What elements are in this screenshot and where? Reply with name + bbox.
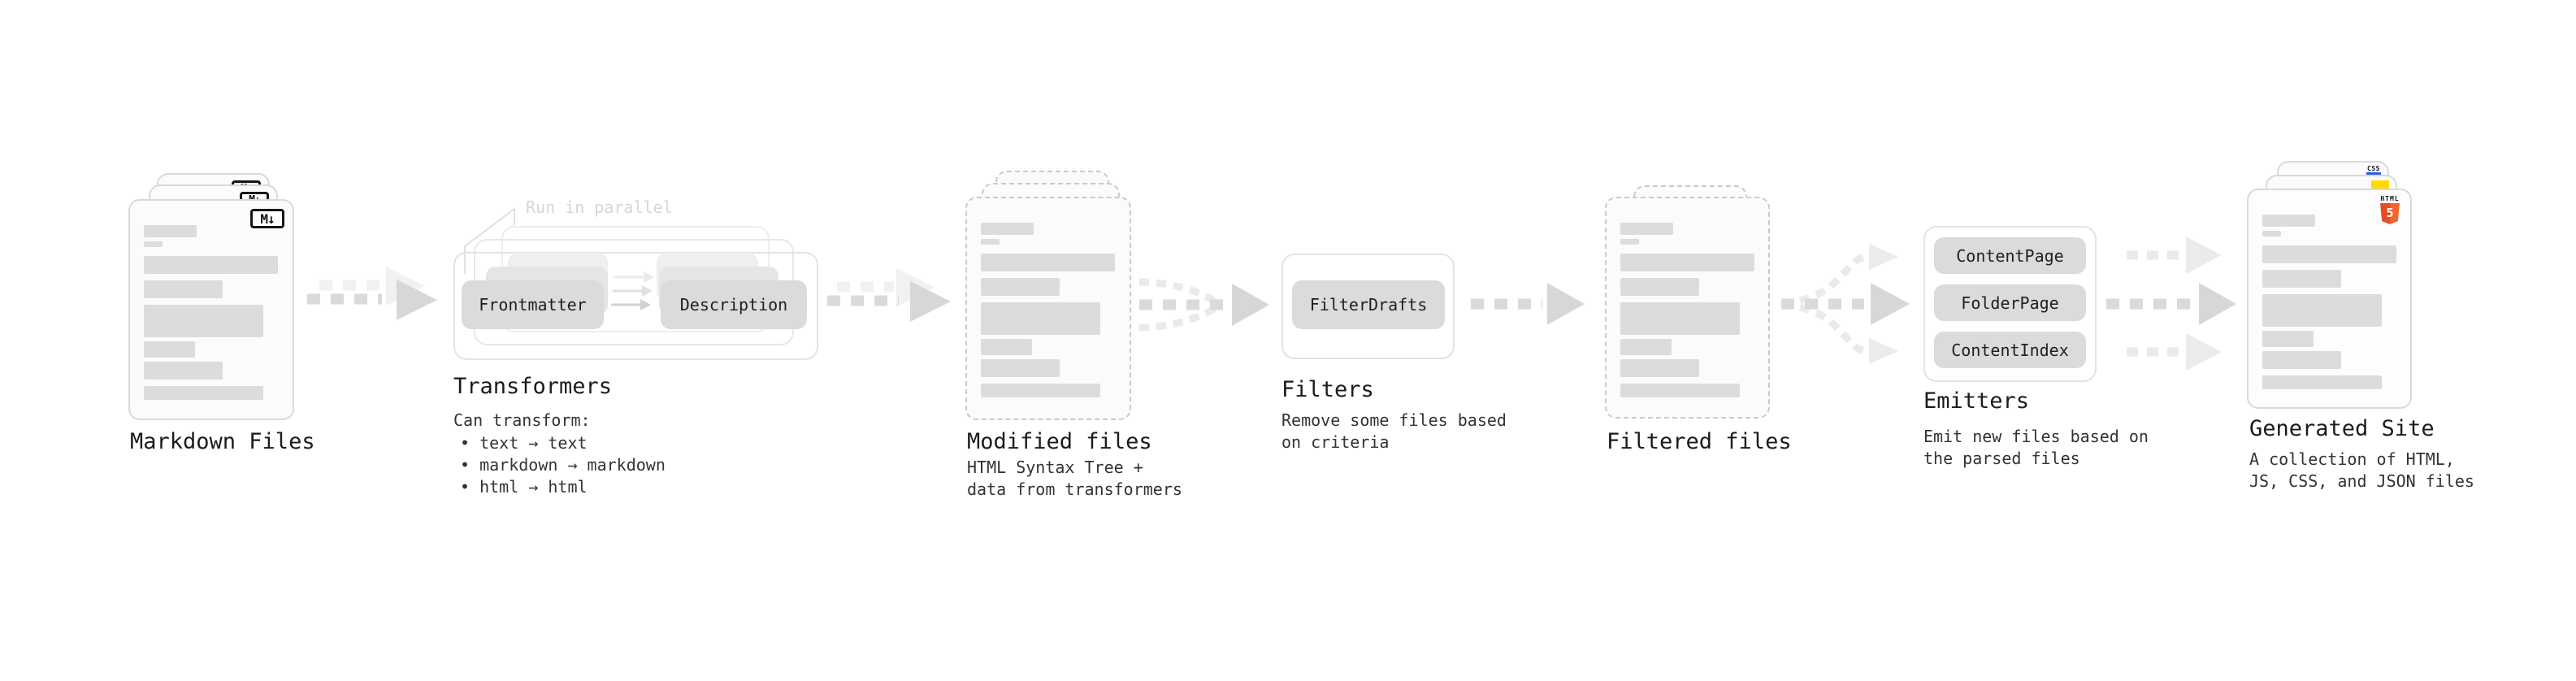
text-line-placeholder — [1620, 239, 1639, 245]
stage-label-filtered-files: Filtered files — [1607, 429, 1792, 454]
arrow-transformers-to-modified — [827, 268, 951, 322]
modified-files-desc: HTML Syntax Tree + — [967, 458, 1143, 477]
generated-site-desc: A collection of HTML, — [2249, 449, 2455, 469]
arrow-filtered-to-emitters-diverge — [1781, 244, 1910, 364]
text-line-placeholder — [2262, 331, 2314, 347]
html5-icon-shield: 5 — [2380, 203, 2400, 224]
arrow-emitters-to-generated — [2106, 236, 2236, 371]
markdown-file-card-front: M↓ — [128, 199, 294, 420]
text-line-placeholder — [981, 278, 1060, 296]
run-in-parallel-label: Run in parallel — [526, 197, 673, 217]
text-line-placeholder — [981, 254, 1115, 271]
stage-label-markdown-files: Markdown Files — [130, 429, 315, 454]
text-line-placeholder — [2262, 215, 2315, 227]
html5-icon: HTML 5 — [2379, 195, 2400, 224]
stage-title-emitters: Emitters — [1923, 388, 2030, 414]
text-line-placeholder — [144, 241, 163, 247]
text-line-placeholder — [144, 280, 223, 298]
filterdrafts-box: FilterDrafts — [1292, 280, 1445, 329]
text-line-placeholder — [1620, 359, 1699, 377]
css-icon: CSS — [2366, 165, 2381, 176]
arrow-filters-to-filtered — [1471, 283, 1585, 325]
text-line-placeholder — [144, 305, 263, 337]
transformer-layer-front — [453, 252, 818, 360]
stage-title-transformers: Transformers — [453, 374, 613, 399]
css-icon-text: CSS — [2367, 165, 2380, 172]
html5-icon-text: HTML — [2380, 195, 2400, 202]
transformer-box-arrows — [611, 271, 654, 310]
folderpage-box: FolderPage — [1934, 284, 2086, 321]
text-line-placeholder — [2262, 294, 2382, 327]
arrow-modified-to-filters-converge — [1138, 278, 1269, 332]
text-line-placeholder — [2262, 270, 2341, 288]
modified-file-card-front — [965, 197, 1131, 420]
text-line-placeholder — [981, 384, 1100, 397]
filters-desc: on criteria — [1281, 432, 1390, 452]
text-line-placeholder — [144, 362, 223, 380]
stage-title-filters: Filters — [1281, 377, 1374, 402]
text-line-placeholder — [144, 386, 263, 400]
arrow-markdown-to-transformers — [307, 267, 437, 320]
text-line-placeholder — [981, 359, 1060, 377]
text-line-placeholder — [1620, 339, 1672, 355]
transformers-note: Can transform: — [453, 410, 591, 430]
text-line-placeholder — [1620, 223, 1673, 235]
stage-label-generated-site: Generated Site — [2249, 416, 2435, 441]
text-line-placeholder — [981, 223, 1034, 235]
text-line-placeholder — [981, 239, 1000, 245]
stage-label-modified-files: Modified files — [967, 429, 1152, 454]
filters-container — [1281, 254, 1455, 359]
generated-file-card-html: HTML 5 — [2247, 189, 2412, 409]
transformers-bullet: • html → html — [460, 477, 588, 497]
markdown-icon: M↓ — [250, 209, 284, 228]
generated-site-desc: JS, CSS, and JSON files — [2249, 471, 2474, 491]
text-line-placeholder — [1620, 254, 1754, 271]
text-line-placeholder — [2262, 231, 2281, 236]
transformers-bullet: • text → text — [460, 433, 588, 453]
text-line-placeholder — [1620, 278, 1699, 296]
emitters-desc: Emit new files based on — [1923, 427, 2149, 446]
text-line-placeholder — [144, 256, 278, 274]
modified-files-desc: data from transformers — [967, 479, 1182, 499]
filtered-file-card-front — [1605, 197, 1770, 419]
text-line-placeholder — [981, 302, 1100, 335]
text-line-placeholder — [2262, 375, 2382, 389]
text-line-placeholder — [1620, 384, 1740, 397]
css-icon-underline — [2366, 172, 2381, 176]
js-icon — [2371, 180, 2389, 190]
text-line-placeholder — [144, 225, 197, 237]
text-line-placeholder — [981, 339, 1032, 355]
text-line-placeholder — [2262, 245, 2396, 263]
transformers-bullet: • markdown → markdown — [460, 455, 666, 475]
text-line-placeholder — [2262, 351, 2341, 369]
contentindex-box: ContentIndex — [1934, 332, 2086, 368]
text-line-placeholder — [1620, 302, 1740, 335]
frontmatter-box: Frontmatter — [462, 280, 604, 329]
text-line-placeholder — [144, 341, 195, 358]
emitters-desc: the parsed files — [1923, 449, 2080, 468]
contentpage-box: ContentPage — [1934, 237, 2086, 274]
filters-desc: Remove some files based — [1281, 410, 1507, 430]
emitters-container — [1923, 226, 2097, 382]
description-box: Description — [661, 280, 807, 329]
